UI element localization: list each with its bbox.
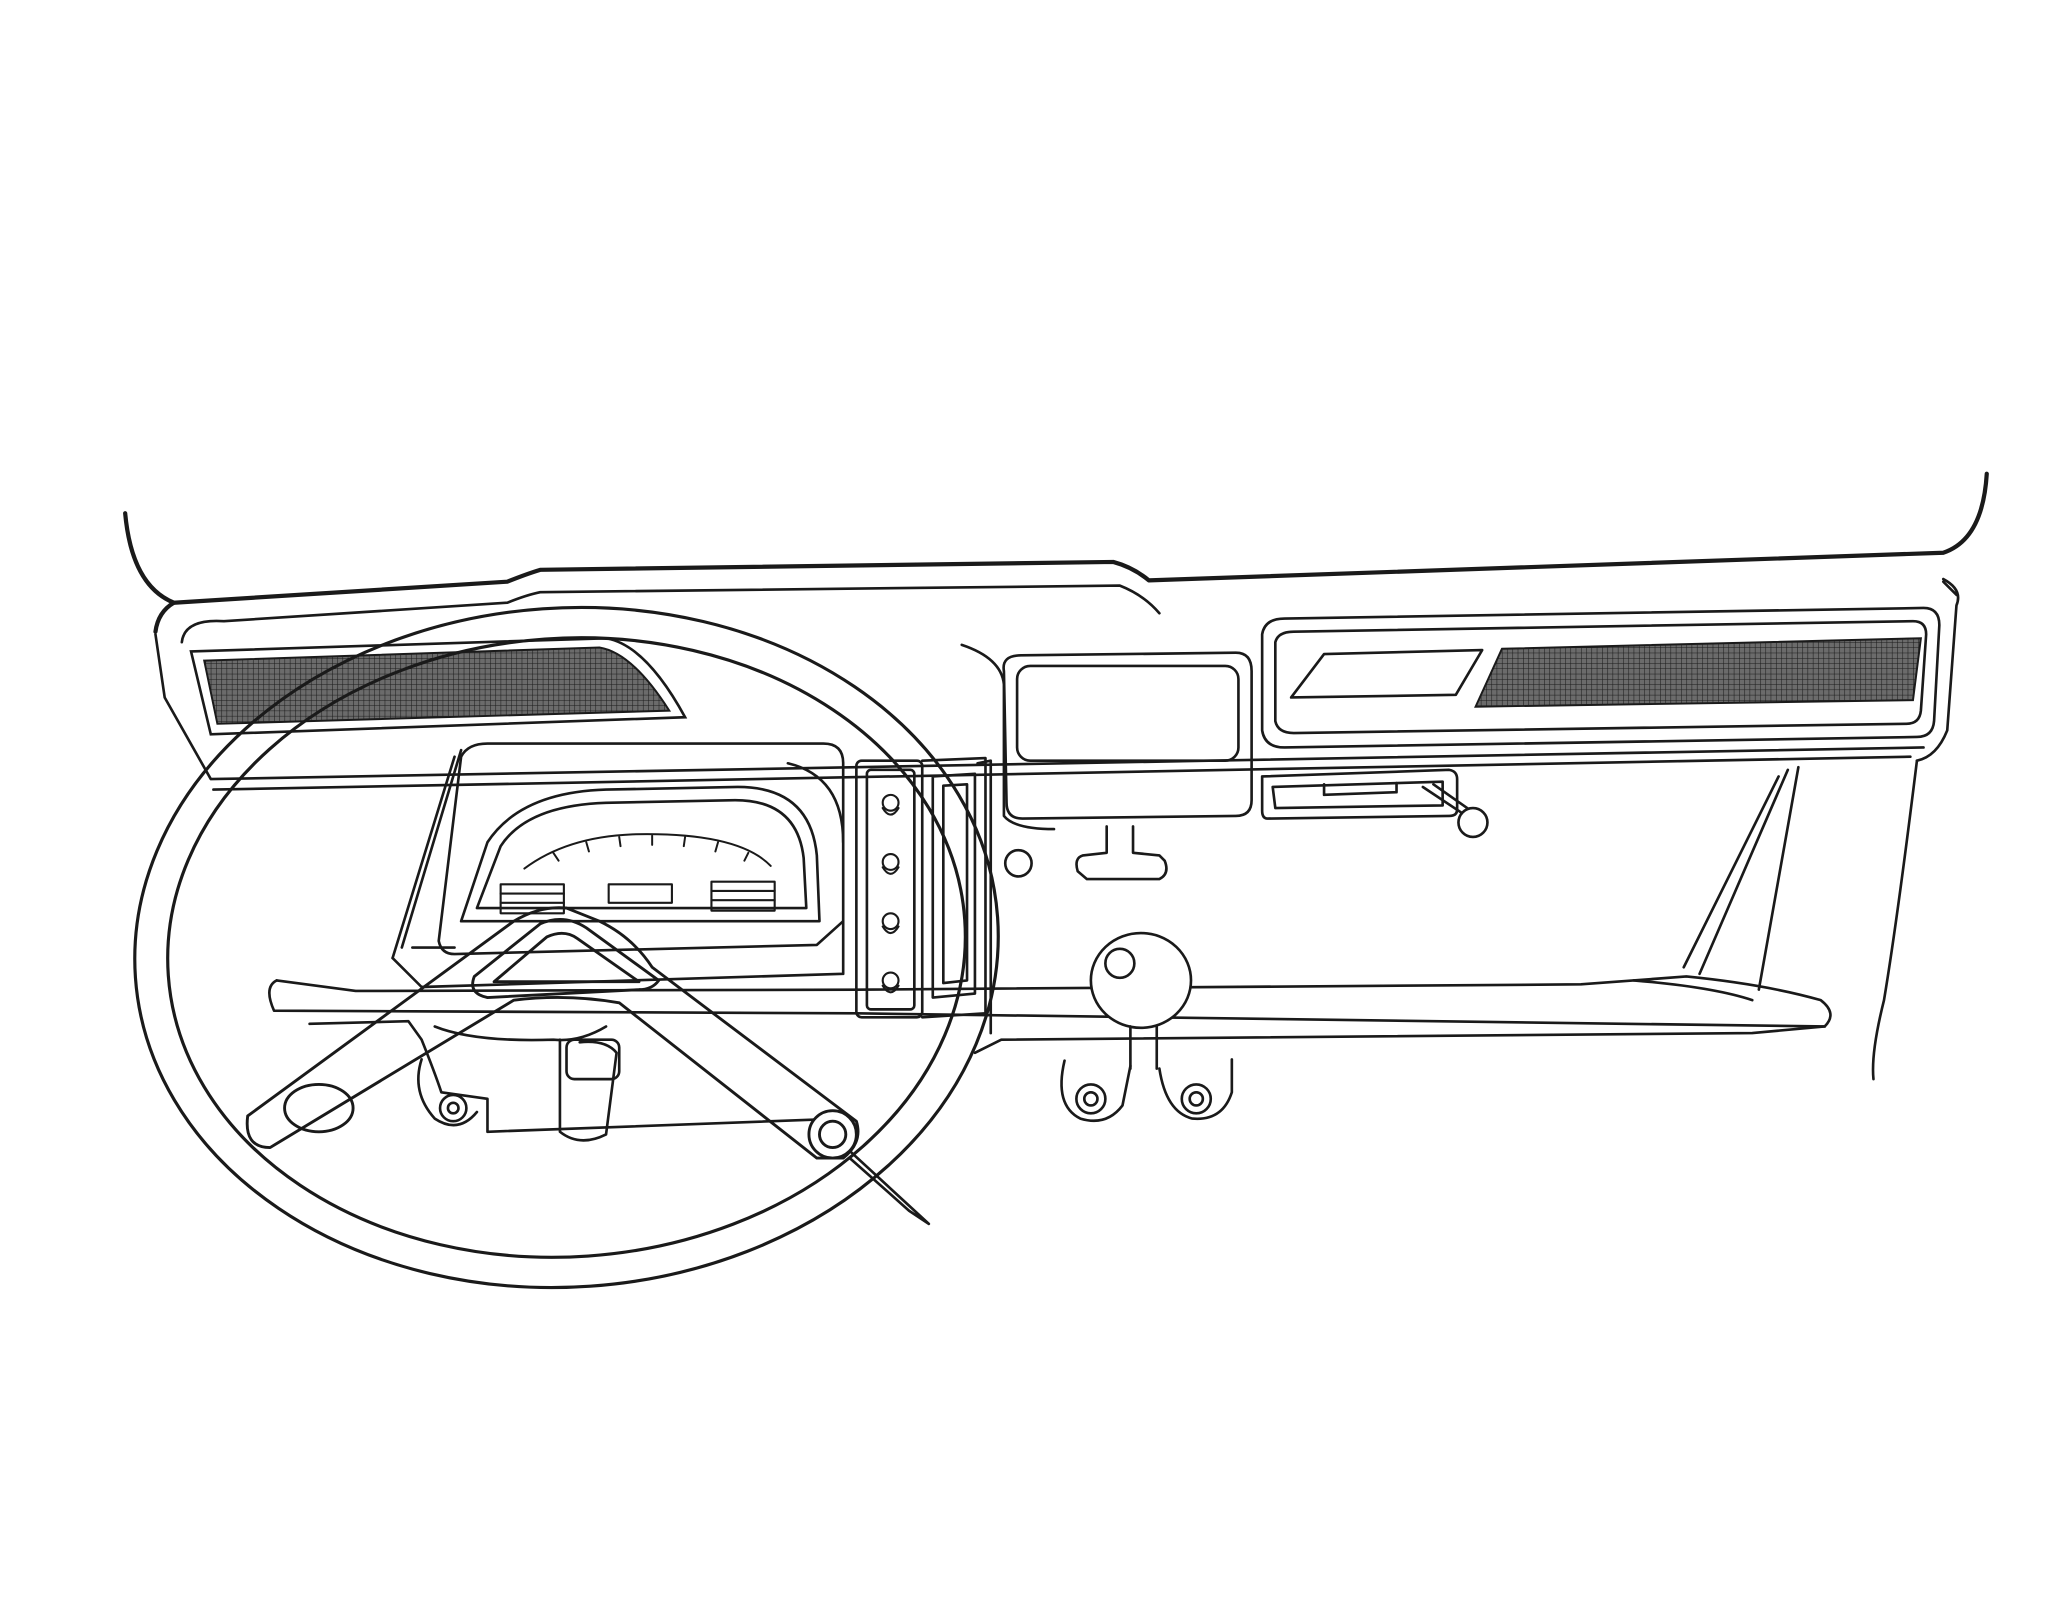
gear-knob (1089, 931, 1193, 1070)
left-speaker-grille (189, 636, 688, 736)
glovebox (1682, 765, 1800, 991)
parcel-shelf (268, 975, 1832, 1055)
speedometer-bezel (459, 785, 821, 923)
steering-wheel-rim (133, 605, 1000, 1290)
right-console-panel (1260, 606, 1941, 749)
right-air-vent (1289, 648, 1484, 699)
windshield-frame (123, 471, 1989, 634)
steering-wheel-spokes (245, 906, 860, 1160)
dashboard-body (154, 577, 1960, 1081)
radio-knob (1457, 806, 1489, 839)
center-console (1002, 651, 1253, 820)
switch-knobs (881, 793, 900, 994)
pedal-bracket (1060, 1058, 1234, 1123)
speedometer-dial (523, 833, 772, 870)
steering-column (308, 1019, 931, 1226)
radio-unit (1260, 768, 1471, 820)
right-speaker-grille (1474, 637, 1923, 708)
center-controls (1003, 825, 1168, 881)
